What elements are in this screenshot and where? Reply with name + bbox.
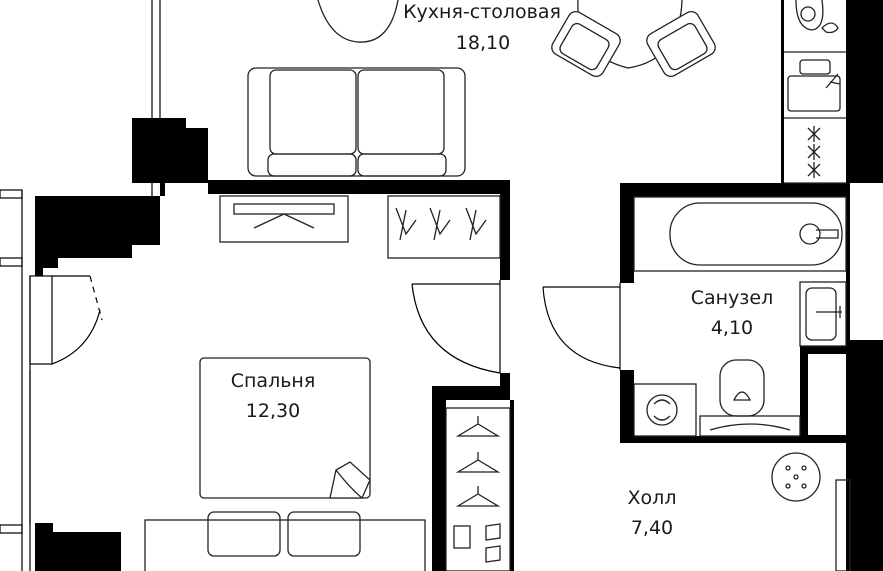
bed	[144, 357, 426, 571]
room-name-bedroom: Спальня	[231, 370, 316, 392]
bathtub	[633, 196, 847, 272]
toilet	[699, 359, 801, 437]
hanger-icon	[395, 207, 487, 241]
doors	[51, 275, 621, 374]
room-name-hall: Холл	[628, 487, 677, 509]
room-label-bedroom: Спальня 12,30	[231, 370, 316, 422]
room-label-kitchen: Кухня-столовая 18,10	[403, 1, 561, 54]
room-name-kitchen: Кухня-столовая	[403, 1, 561, 23]
room-label-bathroom: Санузел 4,10	[691, 287, 774, 339]
hanger-icon	[453, 416, 501, 563]
room-area-bedroom: 12,30	[246, 400, 300, 422]
room-name-bathroom: Санузел	[691, 287, 774, 309]
sofa	[247, 67, 466, 177]
room-area-hall: 7,40	[631, 517, 673, 539]
chair-left	[551, 10, 621, 78]
walls	[35, 0, 883, 571]
room-label-hall: Холл 7,40	[628, 487, 677, 539]
sink	[799, 281, 847, 347]
kitchen-furniture	[247, 0, 846, 184]
cooktop-icon	[807, 126, 821, 178]
outline-lines	[0, 0, 161, 571]
chair-right	[646, 10, 716, 78]
bathroom-fixtures	[633, 196, 847, 437]
round-table	[771, 452, 821, 502]
washing-machine	[633, 383, 697, 437]
room-area-kitchen: 18,10	[456, 32, 510, 54]
bedroom-furniture	[144, 195, 511, 571]
hall-furniture	[771, 452, 851, 571]
room-area-bathroom: 4,10	[711, 317, 753, 339]
kitchen-counter	[784, 0, 846, 184]
